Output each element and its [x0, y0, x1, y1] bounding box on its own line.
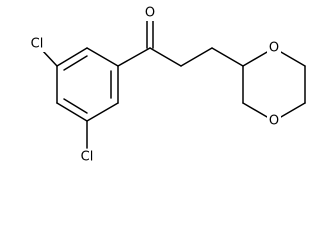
ring-bond [56, 102, 88, 122]
structure-canvas: O O O Cl Cl [27, 5, 306, 165]
aromatic-double-bond [63, 98, 88, 114]
chlorine-top-label: Cl [31, 37, 44, 52]
bond-c-cl-top [41, 49, 58, 67]
bond-carbonyl-ch2 [149, 47, 182, 67]
ring-bond [56, 47, 88, 67]
molecule-drawing: O O O Cl Cl [27, 5, 306, 165]
ring-bond [86, 102, 119, 122]
atom-ring-oxygen-bottom: O [267, 113, 281, 129]
atom-ring-oxygen-top: O [267, 40, 281, 56]
bond-ch2-ch2 [180, 47, 213, 67]
bond-ch2-acetal [211, 47, 244, 67]
atom-chlorine-top: Cl [27, 36, 47, 52]
carbonyl-oxygen-label: O [145, 6, 155, 21]
ring-oxygen-bottom-label: O [269, 114, 279, 129]
atom-chlorine-bottom: Cl [77, 149, 97, 165]
benzene-ring [56, 47, 119, 122]
ring-bond [86, 47, 119, 67]
bond-aryl-carbonyl [117, 47, 151, 67]
dioxane-ring [242, 47, 306, 122]
ring-oxygen-top-label: O [269, 41, 279, 56]
aromatic-double-bond [63, 55, 88, 71]
chlorine-bottom-label: Cl [81, 150, 94, 165]
atom-carbonyl-oxygen: O [143, 5, 157, 21]
